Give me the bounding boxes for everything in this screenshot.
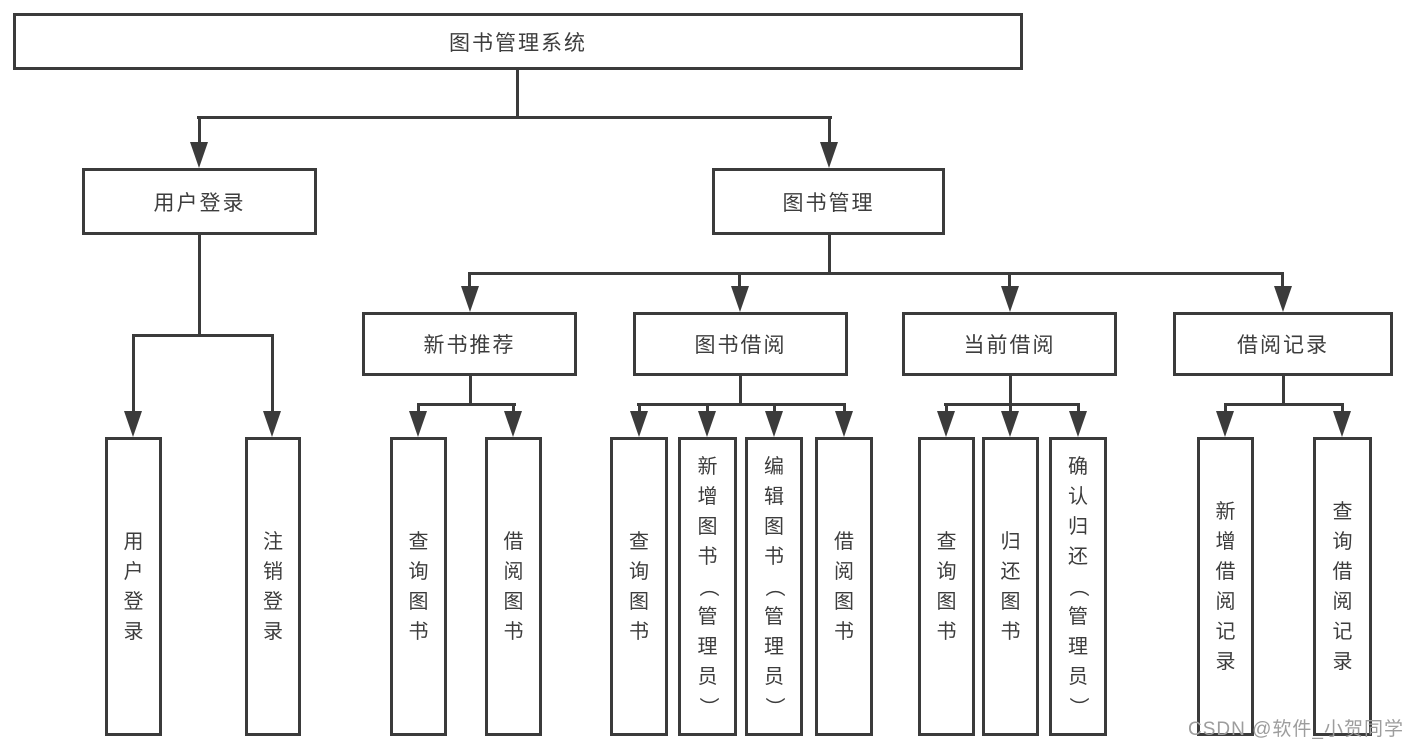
node-confirm-return-admin-label: 确认归还（管理员） bbox=[1067, 455, 1089, 717]
node-return-book: 归还图书 bbox=[982, 437, 1039, 736]
node-login: 用户登录 bbox=[105, 437, 162, 736]
node-add-borrow-record: 新增借阅记录 bbox=[1197, 437, 1254, 736]
connector-line bbox=[1009, 376, 1012, 406]
node-query-book-borrow: 查询图书 bbox=[610, 437, 668, 736]
connector-line bbox=[468, 272, 471, 288]
node-borrow-records-label: 借阅记录 bbox=[1237, 334, 1329, 357]
node-query-book-borrow-label: 查询图书 bbox=[629, 530, 649, 643]
connector-line bbox=[1282, 376, 1285, 406]
node-edit-book-admin-label: 编辑图书（管理员） bbox=[763, 455, 785, 717]
arrow-down-icon bbox=[698, 411, 716, 437]
arrow-down-icon bbox=[820, 142, 838, 168]
node-logout-label: 注销登录 bbox=[263, 530, 283, 643]
node-query-book-recommend: 查询图书 bbox=[390, 437, 447, 736]
node-borrow-book-recommend-label: 借阅图书 bbox=[503, 530, 524, 643]
arrow-down-icon bbox=[124, 411, 142, 437]
arrow-down-icon bbox=[263, 411, 281, 437]
connector-line bbox=[271, 334, 274, 414]
connector-line bbox=[944, 403, 1080, 406]
node-book-management: 图书管理 bbox=[712, 168, 945, 235]
node-new-book-recommend-label: 新书推荐 bbox=[423, 334, 516, 357]
connector-line bbox=[469, 376, 472, 406]
connector-line bbox=[1077, 404, 1080, 413]
connector-line bbox=[1008, 272, 1011, 288]
node-user-login: 用户登录 bbox=[82, 168, 317, 235]
node-query-book-recommend-label: 查询图书 bbox=[408, 530, 429, 643]
connector-line bbox=[843, 404, 846, 413]
watermark: CSDN @软件_小贺同学 bbox=[1188, 719, 1404, 740]
node-add-book-admin-label: 新增图书（管理员） bbox=[696, 455, 719, 717]
connector-line bbox=[198, 235, 201, 337]
node-new-book-recommend: 新书推荐 bbox=[362, 312, 577, 376]
arrow-down-icon bbox=[731, 286, 749, 312]
node-root: 图书管理系统 bbox=[13, 13, 1023, 70]
node-query-book-current-label: 查询图书 bbox=[936, 530, 957, 643]
connector-line bbox=[738, 272, 741, 288]
node-login-label: 用户登录 bbox=[123, 530, 144, 643]
node-confirm-return-admin: 确认归还（管理员） bbox=[1049, 437, 1107, 736]
node-borrow-book-recommend: 借阅图书 bbox=[485, 437, 542, 736]
connector-line bbox=[773, 404, 776, 413]
arrow-down-icon bbox=[461, 286, 479, 312]
connector-line bbox=[828, 235, 831, 274]
arrow-down-icon bbox=[765, 411, 783, 437]
node-borrow-records: 借阅记录 bbox=[1173, 312, 1393, 376]
connector-line bbox=[828, 116, 831, 145]
connector-line bbox=[132, 334, 274, 337]
connector-line bbox=[945, 404, 948, 413]
node-current-borrow: 当前借阅 bbox=[902, 312, 1117, 376]
node-borrow-book: 借阅图书 bbox=[815, 437, 873, 736]
arrow-down-icon bbox=[937, 411, 955, 437]
connector-line bbox=[637, 403, 846, 406]
connector-line bbox=[198, 116, 201, 145]
arrow-down-icon bbox=[1333, 411, 1351, 437]
arrow-down-icon bbox=[1216, 411, 1234, 437]
arrow-down-icon bbox=[835, 411, 853, 437]
node-user-login-label: 用户登录 bbox=[153, 191, 246, 215]
node-return-book-label: 归还图书 bbox=[1000, 530, 1021, 643]
node-current-borrow-label: 当前借阅 bbox=[963, 334, 1056, 357]
connector-line bbox=[468, 272, 1284, 275]
arrow-down-icon bbox=[190, 142, 208, 168]
connector-line bbox=[1281, 272, 1284, 288]
node-query-book-current: 查询图书 bbox=[918, 437, 975, 736]
arrow-down-icon bbox=[1001, 411, 1019, 437]
connector-line bbox=[1341, 404, 1344, 413]
connector-line bbox=[512, 404, 515, 413]
node-borrow-book-label: 借阅图书 bbox=[834, 530, 854, 643]
arrow-down-icon bbox=[1274, 286, 1292, 312]
connector-line bbox=[1224, 403, 1344, 406]
connector-line bbox=[739, 376, 742, 406]
node-root-label: 图书管理系统 bbox=[449, 31, 587, 55]
connector-line bbox=[516, 70, 519, 119]
arrow-down-icon bbox=[1001, 286, 1019, 312]
node-book-management-label: 图书管理 bbox=[782, 191, 875, 215]
connector-line bbox=[1009, 404, 1012, 413]
node-add-book-admin: 新增图书（管理员） bbox=[678, 437, 737, 736]
connector-line bbox=[197, 116, 832, 119]
connector-line bbox=[638, 404, 641, 413]
node-query-borrow-record-label: 查询借阅记录 bbox=[1332, 500, 1353, 673]
connector-line bbox=[417, 404, 420, 413]
node-query-borrow-record: 查询借阅记录 bbox=[1313, 437, 1372, 736]
arrow-down-icon bbox=[504, 411, 522, 437]
arrow-down-icon bbox=[1069, 411, 1087, 437]
node-edit-book-admin: 编辑图书（管理员） bbox=[745, 437, 803, 736]
node-add-borrow-record-label: 新增借阅记录 bbox=[1215, 500, 1236, 673]
connector-line bbox=[417, 403, 516, 406]
node-book-borrow-label: 图书借阅 bbox=[694, 334, 787, 357]
connector-line bbox=[706, 404, 709, 413]
connector-line bbox=[1224, 404, 1227, 413]
node-book-borrow: 图书借阅 bbox=[633, 312, 848, 376]
arrow-down-icon bbox=[630, 411, 648, 437]
arrow-down-icon bbox=[409, 411, 427, 437]
node-logout: 注销登录 bbox=[245, 437, 301, 736]
connector-line bbox=[132, 334, 135, 414]
